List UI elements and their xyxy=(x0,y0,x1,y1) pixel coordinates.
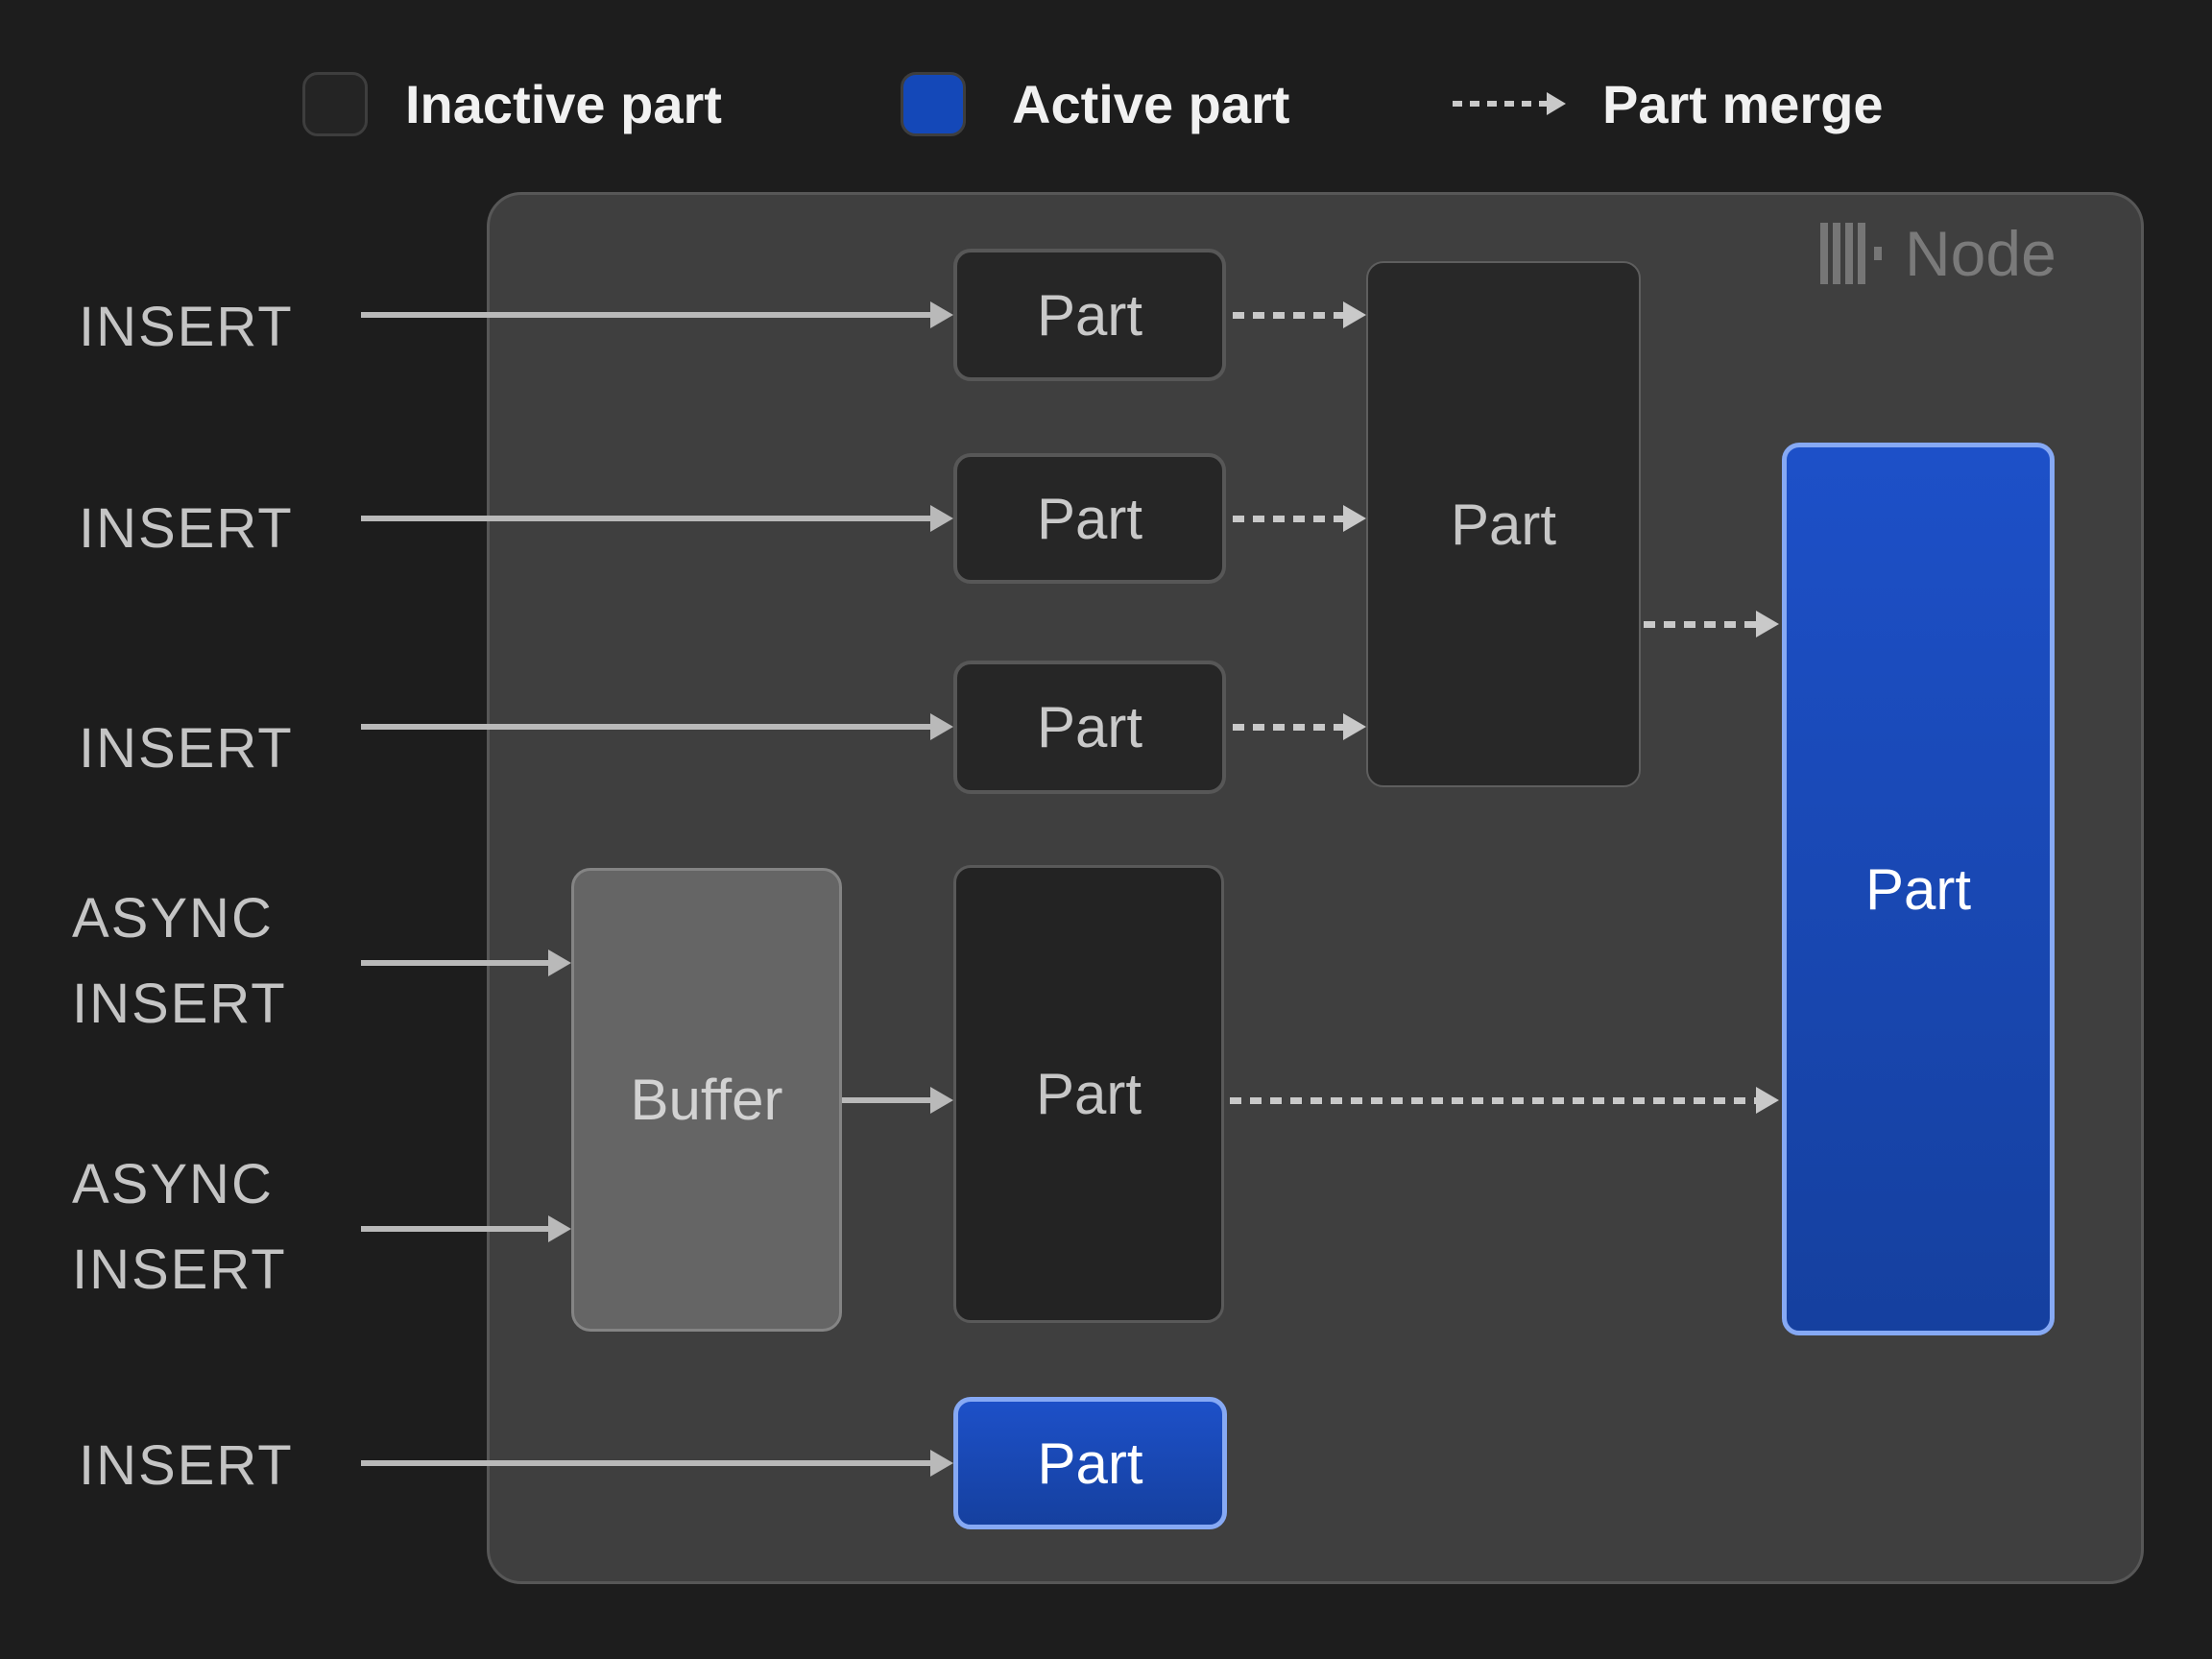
insert-arrow-2 xyxy=(361,505,953,532)
legend-merge-label: Part merge xyxy=(1602,74,1884,134)
part-box-2: Part xyxy=(953,453,1226,584)
arrowhead-icon xyxy=(1547,92,1566,115)
insert-arrow-3 xyxy=(361,713,953,740)
insert-label-1: INSERT xyxy=(79,296,294,358)
insert-label-4: INSERT xyxy=(79,1434,294,1497)
merge-arrow-part3 xyxy=(1233,713,1366,740)
arrowhead-icon xyxy=(930,1450,953,1477)
dashed-line xyxy=(1453,101,1547,107)
async-insert-arrow-2 xyxy=(361,1215,571,1242)
merged-part-box: Part xyxy=(1366,261,1641,787)
node-title: Node xyxy=(1820,218,2056,289)
buffered-part-box: Part xyxy=(953,865,1224,1323)
arrow-line xyxy=(361,1226,548,1232)
arrowhead-icon xyxy=(930,301,953,328)
merge-arrow-buffered-to-active xyxy=(1230,1087,1779,1114)
async-insert-label-1-line-1: ASYNC xyxy=(72,887,274,950)
buffer-to-part-arrow xyxy=(842,1087,953,1114)
arrow-line xyxy=(361,724,930,730)
insert-arrow-4 xyxy=(361,1450,953,1477)
inactive-part-swatch xyxy=(302,72,368,136)
arrowhead-icon xyxy=(548,950,571,976)
dashed-line xyxy=(1233,515,1343,522)
arrowhead-icon xyxy=(1343,505,1366,532)
dashed-line xyxy=(1644,620,1756,628)
insert-label-3: INSERT xyxy=(79,717,294,780)
arrow-line xyxy=(361,312,930,318)
arrowhead-icon xyxy=(548,1215,571,1242)
arrow-line xyxy=(361,1460,930,1466)
part-merge-legend-arrow xyxy=(1453,92,1566,115)
async-insert-label-2-line-2: INSERT xyxy=(72,1238,287,1301)
merge-arrow-to-active xyxy=(1644,611,1779,637)
arrow-line xyxy=(361,516,930,521)
arrowhead-icon xyxy=(1343,713,1366,740)
part-box-3: Part xyxy=(953,661,1226,794)
legend-active-label: Active part xyxy=(1012,74,1290,134)
dashed-line xyxy=(1230,1096,1756,1104)
arrowhead-icon xyxy=(930,713,953,740)
merge-arrow-part1 xyxy=(1233,301,1366,328)
arrowhead-icon xyxy=(930,1087,953,1114)
insert-label-2: INSERT xyxy=(79,497,294,560)
async-insert-label-1-line-2: INSERT xyxy=(72,973,287,1035)
arrow-line xyxy=(361,960,548,966)
clickhouse-logo-icon xyxy=(1820,223,1882,284)
arrowhead-icon xyxy=(1756,611,1779,637)
active-part-box-small: Part xyxy=(953,1397,1227,1529)
active-part-box-tall: Part xyxy=(1782,443,2055,1335)
async-insert-label-2-line-1: ASYNC xyxy=(72,1153,274,1215)
arrowhead-icon xyxy=(1343,301,1366,328)
arrowhead-icon xyxy=(1756,1087,1779,1114)
legend-inactive-label: Inactive part xyxy=(405,74,722,134)
arrow-line xyxy=(842,1097,930,1103)
active-part-swatch xyxy=(901,72,966,136)
async-insert-label-2: ASYNC INSERT xyxy=(72,1142,287,1312)
dashed-line xyxy=(1233,723,1343,731)
merge-arrow-part2 xyxy=(1233,505,1366,532)
async-insert-arrow-1 xyxy=(361,950,571,976)
dashed-line xyxy=(1233,311,1343,319)
part-box-1: Part xyxy=(953,249,1226,381)
node-title-label: Node xyxy=(1905,218,2056,289)
insert-arrow-1 xyxy=(361,301,953,328)
arrowhead-icon xyxy=(930,505,953,532)
buffer-box: Buffer xyxy=(571,868,842,1332)
async-insert-label-1: ASYNC INSERT xyxy=(72,876,287,1046)
